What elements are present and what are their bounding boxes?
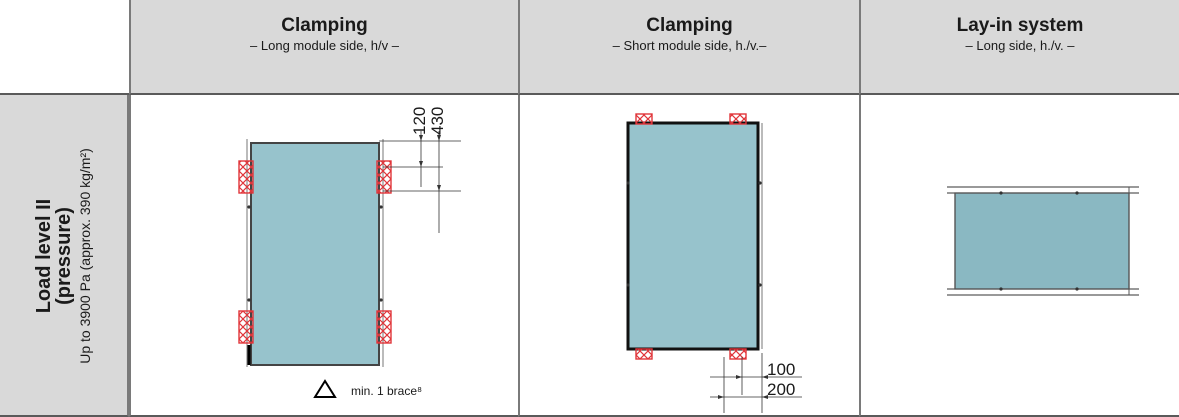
column-header-subtitle: – Short module side, h./v.– — [612, 38, 767, 53]
solar-module — [626, 121, 760, 351]
clamp-left-top — [238, 160, 254, 194]
row-header-subtitle: (pressure) — [53, 207, 75, 305]
clamp-top-left — [635, 113, 653, 125]
clamp-top-right — [729, 113, 747, 125]
clamp-right-top — [376, 160, 392, 194]
table-corner — [0, 0, 129, 95]
diagram-lay-in-system — [947, 186, 1139, 296]
clamp-bottom-left — [635, 348, 653, 360]
column-header-title: Lay-in system — [956, 15, 1084, 36]
dimension-200: 200 — [767, 380, 795, 399]
row-header-text: Load level II (pressure) Up to 3900 Pa (… — [9, 106, 119, 406]
diagram-cell-lay-in-system — [859, 95, 1179, 417]
column-header-1: Clamping – Long module side, h/v – — [129, 0, 518, 95]
column-header-3: Lay-in system – Long side, h./v. – — [859, 0, 1179, 95]
column-header-title: Clamping — [646, 15, 733, 36]
row-header-note: Up to 3900 Pa (approx. 390 kg/m²) — [77, 148, 93, 364]
diagram-cell-short-side-clamping: 100 200 — [518, 95, 859, 417]
brace-note: min. 1 brace⁸ — [351, 384, 422, 398]
dimension-120: 120 — [410, 107, 429, 135]
dimension-430: 430 — [428, 107, 447, 135]
brace-triangle-icon — [313, 379, 337, 398]
column-header-title: Clamping — [281, 15, 368, 36]
column-header-subtitle: – Long module side, h/v – — [250, 38, 399, 53]
dimension-100: 100 — [767, 360, 795, 379]
row-header-title: Load level II — [33, 198, 55, 314]
clamp-left-bottom — [238, 310, 254, 344]
solar-module — [250, 142, 380, 366]
clamp-bottom-right — [729, 348, 747, 360]
clamp-right-bottom — [376, 310, 392, 344]
diagram-short-side-clamping: 100 200 — [626, 113, 802, 413]
column-header-subtitle: – Long side, h./v. – — [965, 38, 1075, 53]
column-header-2: Clamping – Short module side, h./v.– — [518, 0, 859, 95]
solar-module — [954, 192, 1130, 290]
diagram-cell-long-side-clamping: 120 430 min. 1 brace⁸ — [129, 95, 518, 417]
row-header-load-level: Load level II (pressure) Up to 3900 Pa (… — [0, 95, 129, 417]
diagram-long-side-clamping: 120 430 min. 1 brace⁸ — [238, 107, 461, 398]
